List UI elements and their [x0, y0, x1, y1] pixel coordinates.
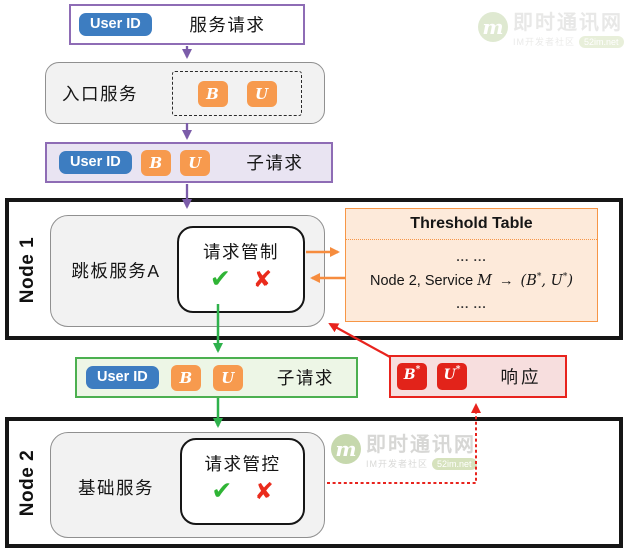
- watermark-site-badge: 52im.net: [579, 35, 624, 48]
- user-id-badge: User ID: [86, 366, 159, 389]
- u-badge: U: [179, 149, 210, 176]
- service-request-box: User ID 服务请求: [69, 4, 305, 45]
- watermark-site-badge: 52im.net: [432, 457, 477, 470]
- watermark-top: m 即时通讯网 IM开发者社区 52im.net: [478, 12, 624, 48]
- node2-label: Node 2: [17, 449, 38, 517]
- check-icon: ✔: [209, 265, 231, 293]
- rule-prefix: Node 2, Service: [370, 272, 474, 289]
- request-control-label: 请求管控: [204, 454, 281, 474]
- watermark-title: 即时通讯网: [513, 12, 623, 34]
- sub-request-box-green: User ID B U 子请求: [75, 357, 358, 398]
- im-logo-icon: m: [331, 434, 361, 464]
- sub-request-label: 子请求: [276, 368, 334, 388]
- b-badge: B: [197, 80, 228, 107]
- rule-service-var: M: [477, 272, 493, 289]
- b-badge: B: [140, 149, 171, 176]
- table-ellipsis-row: ... ...: [456, 250, 487, 265]
- im-logo-icon: m: [478, 12, 508, 42]
- right-arrow-glyph: →: [499, 272, 514, 289]
- watermark-node2: m 即时通讯网 IM开发者社区 52im.net: [331, 434, 477, 470]
- u-star-badge: U*: [437, 363, 467, 390]
- watermark-subtitle: IM开发者社区: [366, 459, 428, 469]
- sub-request-box-purple: User ID B U 子请求: [45, 142, 333, 183]
- watermark-title: 即时通讯网: [366, 434, 476, 456]
- response-box: B* U* 响应: [389, 355, 567, 398]
- u-badge: U: [212, 364, 243, 391]
- user-id-badge: User ID: [59, 151, 132, 174]
- watermark-subtitle: IM开发者社区: [513, 37, 575, 47]
- node1-label: Node 1: [17, 236, 38, 304]
- sub-request-label: 子请求: [246, 153, 304, 173]
- threshold-table-title: Threshold Table: [346, 209, 597, 240]
- service-request-label: 服务请求: [189, 15, 266, 35]
- user-id-badge: User ID: [79, 13, 152, 36]
- request-control-label: 请求管制: [203, 242, 279, 262]
- b-badge: B: [170, 364, 201, 391]
- u-badge: U: [246, 80, 277, 107]
- cross-icon: ✘: [254, 478, 274, 504]
- entry-service-label: 入口服务: [62, 83, 138, 104]
- request-control-box-node1: 请求管制 ✔ ✘: [177, 226, 305, 313]
- check-icon: ✔: [211, 477, 233, 505]
- springboard-service-label: 跳板服务A: [71, 261, 161, 281]
- counters-dashed-box: B U: [172, 71, 302, 116]
- entry-service-box: 入口服务 B U: [45, 62, 325, 124]
- table-ellipsis-row: ... ...: [456, 296, 487, 311]
- rule-result: (B*, U*): [520, 272, 573, 289]
- cross-icon: ✘: [252, 266, 273, 292]
- request-control-box-node2: 请求管控 ✔ ✘: [180, 438, 305, 525]
- response-label: 响应: [500, 367, 542, 387]
- base-service-label: 基础服务: [78, 478, 154, 498]
- b-star-badge: B*: [397, 363, 427, 390]
